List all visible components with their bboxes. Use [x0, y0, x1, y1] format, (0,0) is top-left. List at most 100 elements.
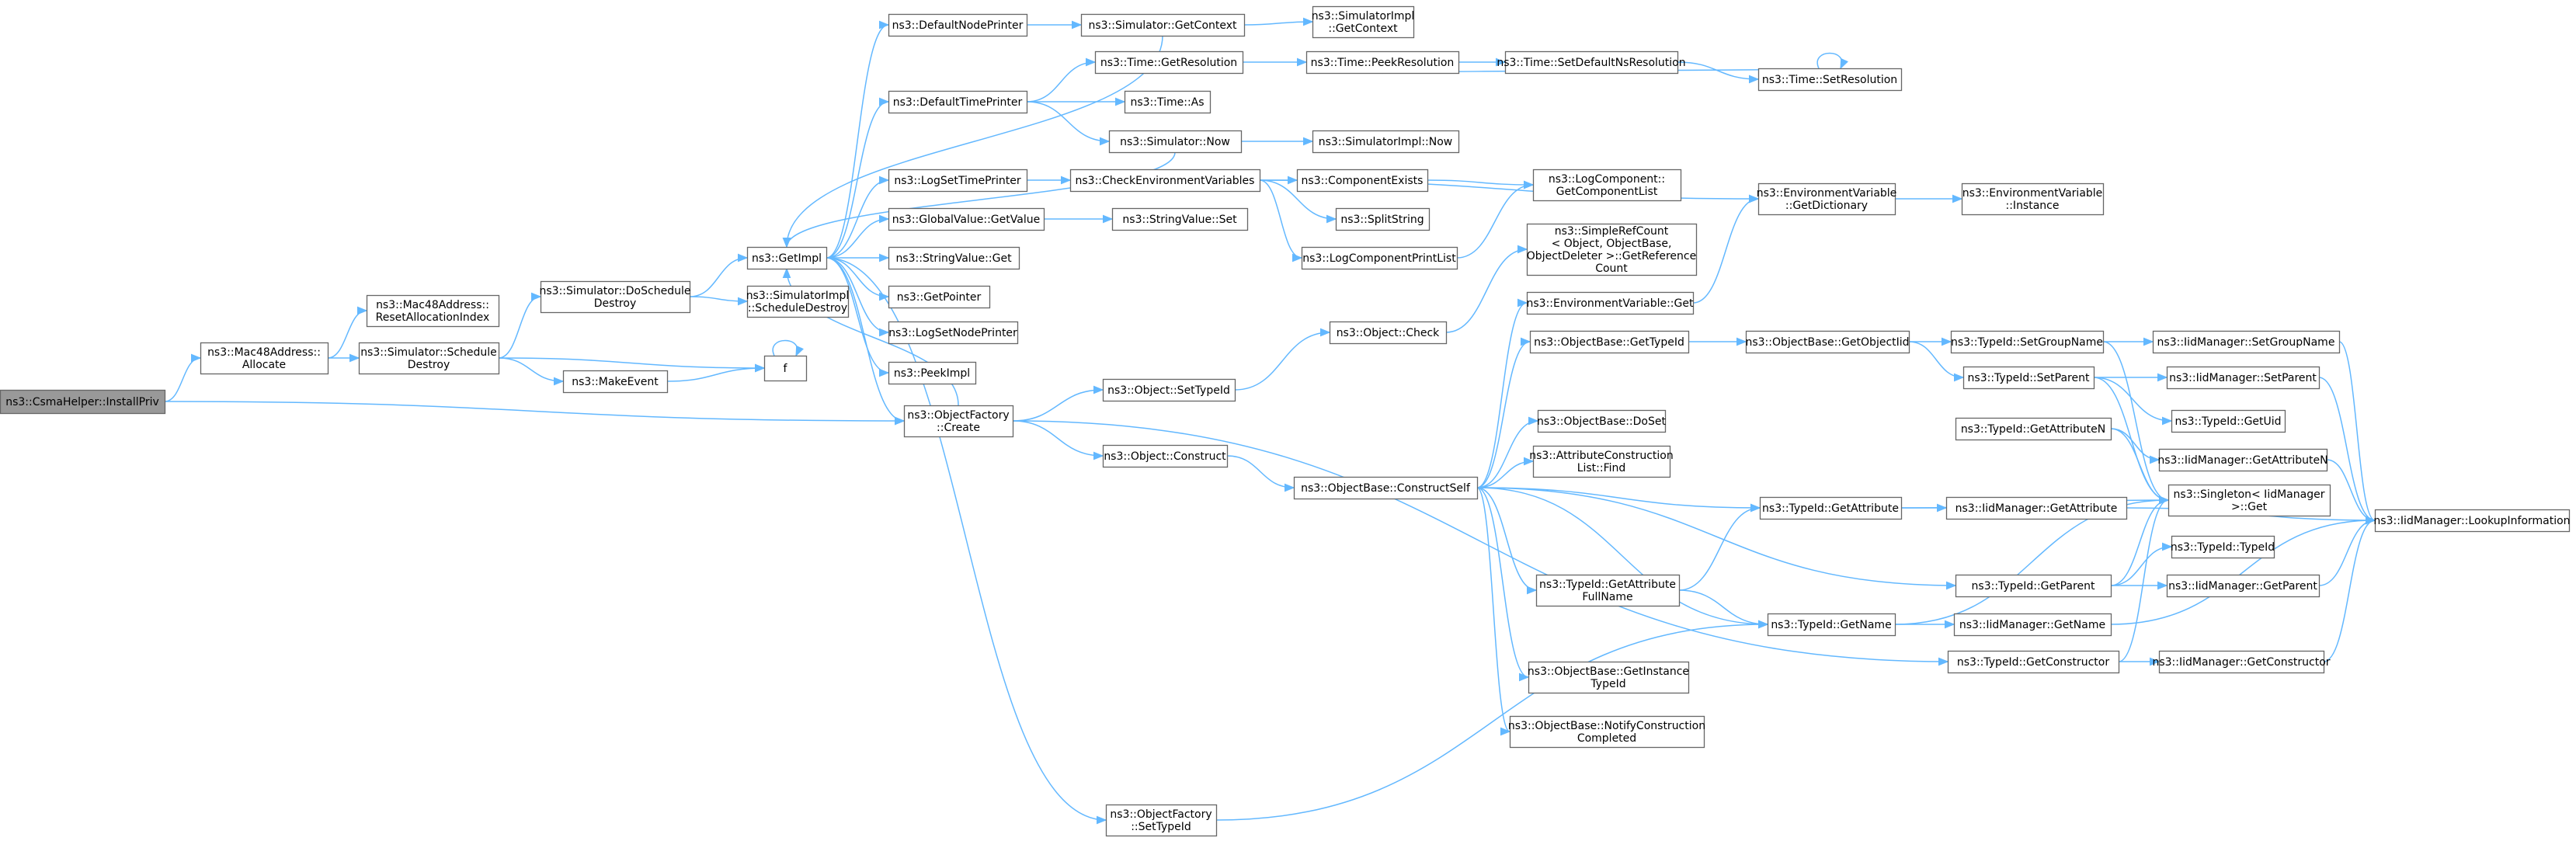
node-ns3-objectfactory-create[interactable]: ns3::ObjectFactory::Create	[903, 405, 1014, 438]
node-ns3-time-setresolution[interactable]: ns3::Time::SetResolution	[1757, 68, 1903, 92]
node-ns3-defaulttimeprinter[interactable]: ns3::DefaultTimePrinter	[888, 90, 1028, 114]
node-ns3-typeid-setgroupname[interactable]: ns3::TypeId::SetGroupName	[1950, 330, 2105, 354]
node-ns3-objectbase-gettypeid[interactable]: ns3::ObjectBase::GetTypeId	[1529, 330, 1690, 354]
node-box[interactable]	[1108, 130, 1243, 154]
node-box[interactable]	[1111, 207, 1249, 231]
node-box[interactable]	[366, 294, 500, 328]
node-ns3-typeid-setparent[interactable]: ns3::TypeId::SetParent	[1962, 366, 2095, 390]
node-box[interactable]	[2166, 574, 2320, 598]
node-box[interactable]	[2158, 650, 2325, 674]
node-box[interactable]	[1312, 130, 1460, 154]
node-box[interactable]	[2374, 509, 2571, 533]
node-ns3-typeid-getname[interactable]: ns3::TypeId::GetName	[1767, 613, 1896, 637]
node-ns3-stringvalue-set[interactable]: ns3::StringValue::Set	[1111, 207, 1249, 231]
node-box[interactable]	[1105, 804, 1218, 837]
node-ns3-simulator-schedule-destroy[interactable]: ns3::Simulator::ScheduleDestroy	[358, 342, 500, 375]
node-ns3-objectbase-constructself[interactable]: ns3::ObjectBase::ConstructSelf	[1293, 476, 1479, 500]
node-ns3-logsetnodeprinter[interactable]: ns3::LogSetNodePrinter	[888, 321, 1019, 345]
node-box[interactable]	[358, 342, 500, 375]
node-ns3-object-settypeid[interactable]: ns3::Object::SetTypeId	[1102, 378, 1236, 402]
node-box[interactable]	[903, 405, 1014, 438]
node-ns3-typeid-getattribute[interactable]: ns3::TypeId::GetAttribute	[1759, 496, 1903, 520]
node-ns3-time-peekresolution[interactable]: ns3::Time::PeekResolution	[1305, 50, 1460, 75]
node-ns3-typeid-typeid[interactable]: ns3::TypeId::TypeId	[2171, 535, 2275, 559]
node-box[interactable]	[746, 285, 850, 318]
node-ns3-iidmanager-getattributen[interactable]: ns3::IidManager::GetAttributeN	[2157, 448, 2328, 472]
node-box[interactable]	[1955, 417, 2112, 441]
node-box[interactable]	[1069, 169, 1261, 193]
node-box[interactable]	[2171, 535, 2275, 559]
node-box[interactable]	[2152, 330, 2341, 354]
node-ns3-iidmanager-lookupinformation[interactable]: ns3::IidManager::LookupInformation	[2373, 509, 2571, 533]
node-ns3-typeid-getuid[interactable]: ns3::TypeId::GetUid	[2171, 409, 2286, 433]
node-ns3-getimpl[interactable]: ns3::GetImpl	[746, 246, 828, 270]
node-box[interactable]	[1537, 409, 1667, 433]
node-ns3-mac48address-allocate[interactable]: ns3::Mac48Address::Allocate	[200, 342, 329, 375]
node-ns3-typeid-getattributen[interactable]: ns3::TypeId::GetAttributeN	[1955, 417, 2112, 441]
node-box[interactable]	[1094, 50, 1244, 75]
node-ns3-stringvalue-get[interactable]: ns3::StringValue::Get	[888, 246, 1020, 270]
node-ns3-checkenvironmentvariables[interactable]: ns3::CheckEnvironmentVariables	[1069, 169, 1261, 193]
node-box[interactable]	[2171, 409, 2286, 433]
node-ns3-iidmanager-getconstructor[interactable]: ns3::IidManager::GetConstructor	[2152, 650, 2331, 674]
node-box[interactable]	[1124, 90, 1212, 114]
node-ns3-getpointer[interactable]: ns3::GetPointer	[888, 285, 991, 309]
node-box[interactable]	[888, 13, 1028, 37]
node-f[interactable]: f	[763, 355, 808, 382]
node-ns3-simulatorimpl-now[interactable]: ns3::SimulatorImpl::Now	[1312, 130, 1460, 154]
node-ns3-iidmanager-getparent[interactable]: ns3::IidManager::GetParent	[2166, 574, 2320, 598]
node-box[interactable]	[1509, 715, 1705, 749]
node-box[interactable]	[1080, 13, 1246, 37]
node-box[interactable]	[1950, 330, 2105, 354]
node-box[interactable]	[1759, 496, 1903, 520]
node-box[interactable]	[1312, 5, 1415, 39]
node-box[interactable]	[1526, 291, 1695, 315]
node-ns3-object-construct[interactable]: ns3::Object::Construct	[1102, 444, 1229, 468]
node-ns3-iidmanager-setgroupname[interactable]: ns3::IidManager::SetGroupName	[2152, 330, 2341, 354]
node-ns3-mac48address-resetallocationindex[interactable]: ns3::Mac48Address::ResetAllocationIndex	[366, 294, 500, 328]
node-box[interactable]	[1296, 169, 1429, 193]
node-box[interactable]	[1961, 182, 2105, 216]
node-box[interactable]	[1757, 182, 1896, 216]
node-box[interactable]	[540, 280, 691, 314]
node-box[interactable]	[1962, 366, 2095, 390]
node-box[interactable]	[888, 246, 1020, 270]
node-box[interactable]	[1953, 613, 2112, 637]
node-box[interactable]	[0, 389, 166, 415]
node-ns3-objectbase-notifyconstruction-completed[interactable]: ns3::ObjectBase::NotifyConstructionCompl…	[1508, 715, 1705, 749]
node-box[interactable]	[1532, 169, 1682, 202]
node-box[interactable]	[200, 342, 329, 375]
node-ns3-time-setdefaultnsresolution[interactable]: ns3::Time::SetDefaultNsResolution	[1497, 50, 1686, 75]
node-box[interactable]	[2158, 448, 2328, 472]
node-ns3-splitstring[interactable]: ns3::SplitString	[1335, 207, 1431, 231]
node-ns3-iidmanager-getname[interactable]: ns3::IidManager::GetName	[1953, 613, 2112, 637]
node-ns3-typeid-getparent[interactable]: ns3::TypeId::GetParent	[1955, 574, 2112, 598]
node-ns3-environmentvariable-get[interactable]: ns3::EnvironmentVariable::Get	[1526, 291, 1695, 315]
node-ns3-environmentvariable-instance[interactable]: ns3::EnvironmentVariable::Instance	[1961, 182, 2105, 216]
node-box[interactable]	[746, 246, 828, 270]
node-ns3-objectbase-getobjectiid[interactable]: ns3::ObjectBase::GetObjectIid	[1745, 330, 1910, 354]
node-box[interactable]	[888, 207, 1045, 231]
node-box[interactable]	[1529, 330, 1690, 354]
node-ns3-objectfactory-settypeid[interactable]: ns3::ObjectFactory::SetTypeId	[1105, 804, 1218, 837]
node-box[interactable]	[1293, 476, 1479, 500]
node-ns3-typeid-getconstructor[interactable]: ns3::TypeId::GetConstructor	[1947, 650, 2120, 674]
node-ns3-time-as[interactable]: ns3::Time::As	[1124, 90, 1212, 114]
node-box[interactable]	[763, 355, 808, 382]
node-box[interactable]	[1102, 378, 1236, 402]
node-ns3-logsettimeprinter[interactable]: ns3::LogSetTimePrinter	[888, 169, 1028, 193]
node-ns3-environmentvariable-getdictionary[interactable]: ns3::EnvironmentVariable::GetDictionary	[1757, 182, 1897, 216]
node-box[interactable]	[562, 370, 669, 394]
node-ns3-componentexists[interactable]: ns3::ComponentExists	[1296, 169, 1429, 193]
node-box[interactable]	[1102, 444, 1229, 468]
node-box[interactable]	[1945, 496, 2128, 520]
node-ns3-peekimpl[interactable]: ns3::PeekImpl	[888, 361, 977, 385]
node-box[interactable]	[888, 169, 1028, 193]
node-ns3-makeevent[interactable]: ns3::MakeEvent	[562, 370, 669, 394]
node-box[interactable]	[1329, 321, 1448, 345]
node-box[interactable]	[888, 321, 1019, 345]
node-ns3-object-check[interactable]: ns3::Object::Check	[1329, 321, 1448, 345]
node-ns3-iidmanager-getattribute[interactable]: ns3::IidManager::GetAttribute	[1945, 496, 2128, 520]
